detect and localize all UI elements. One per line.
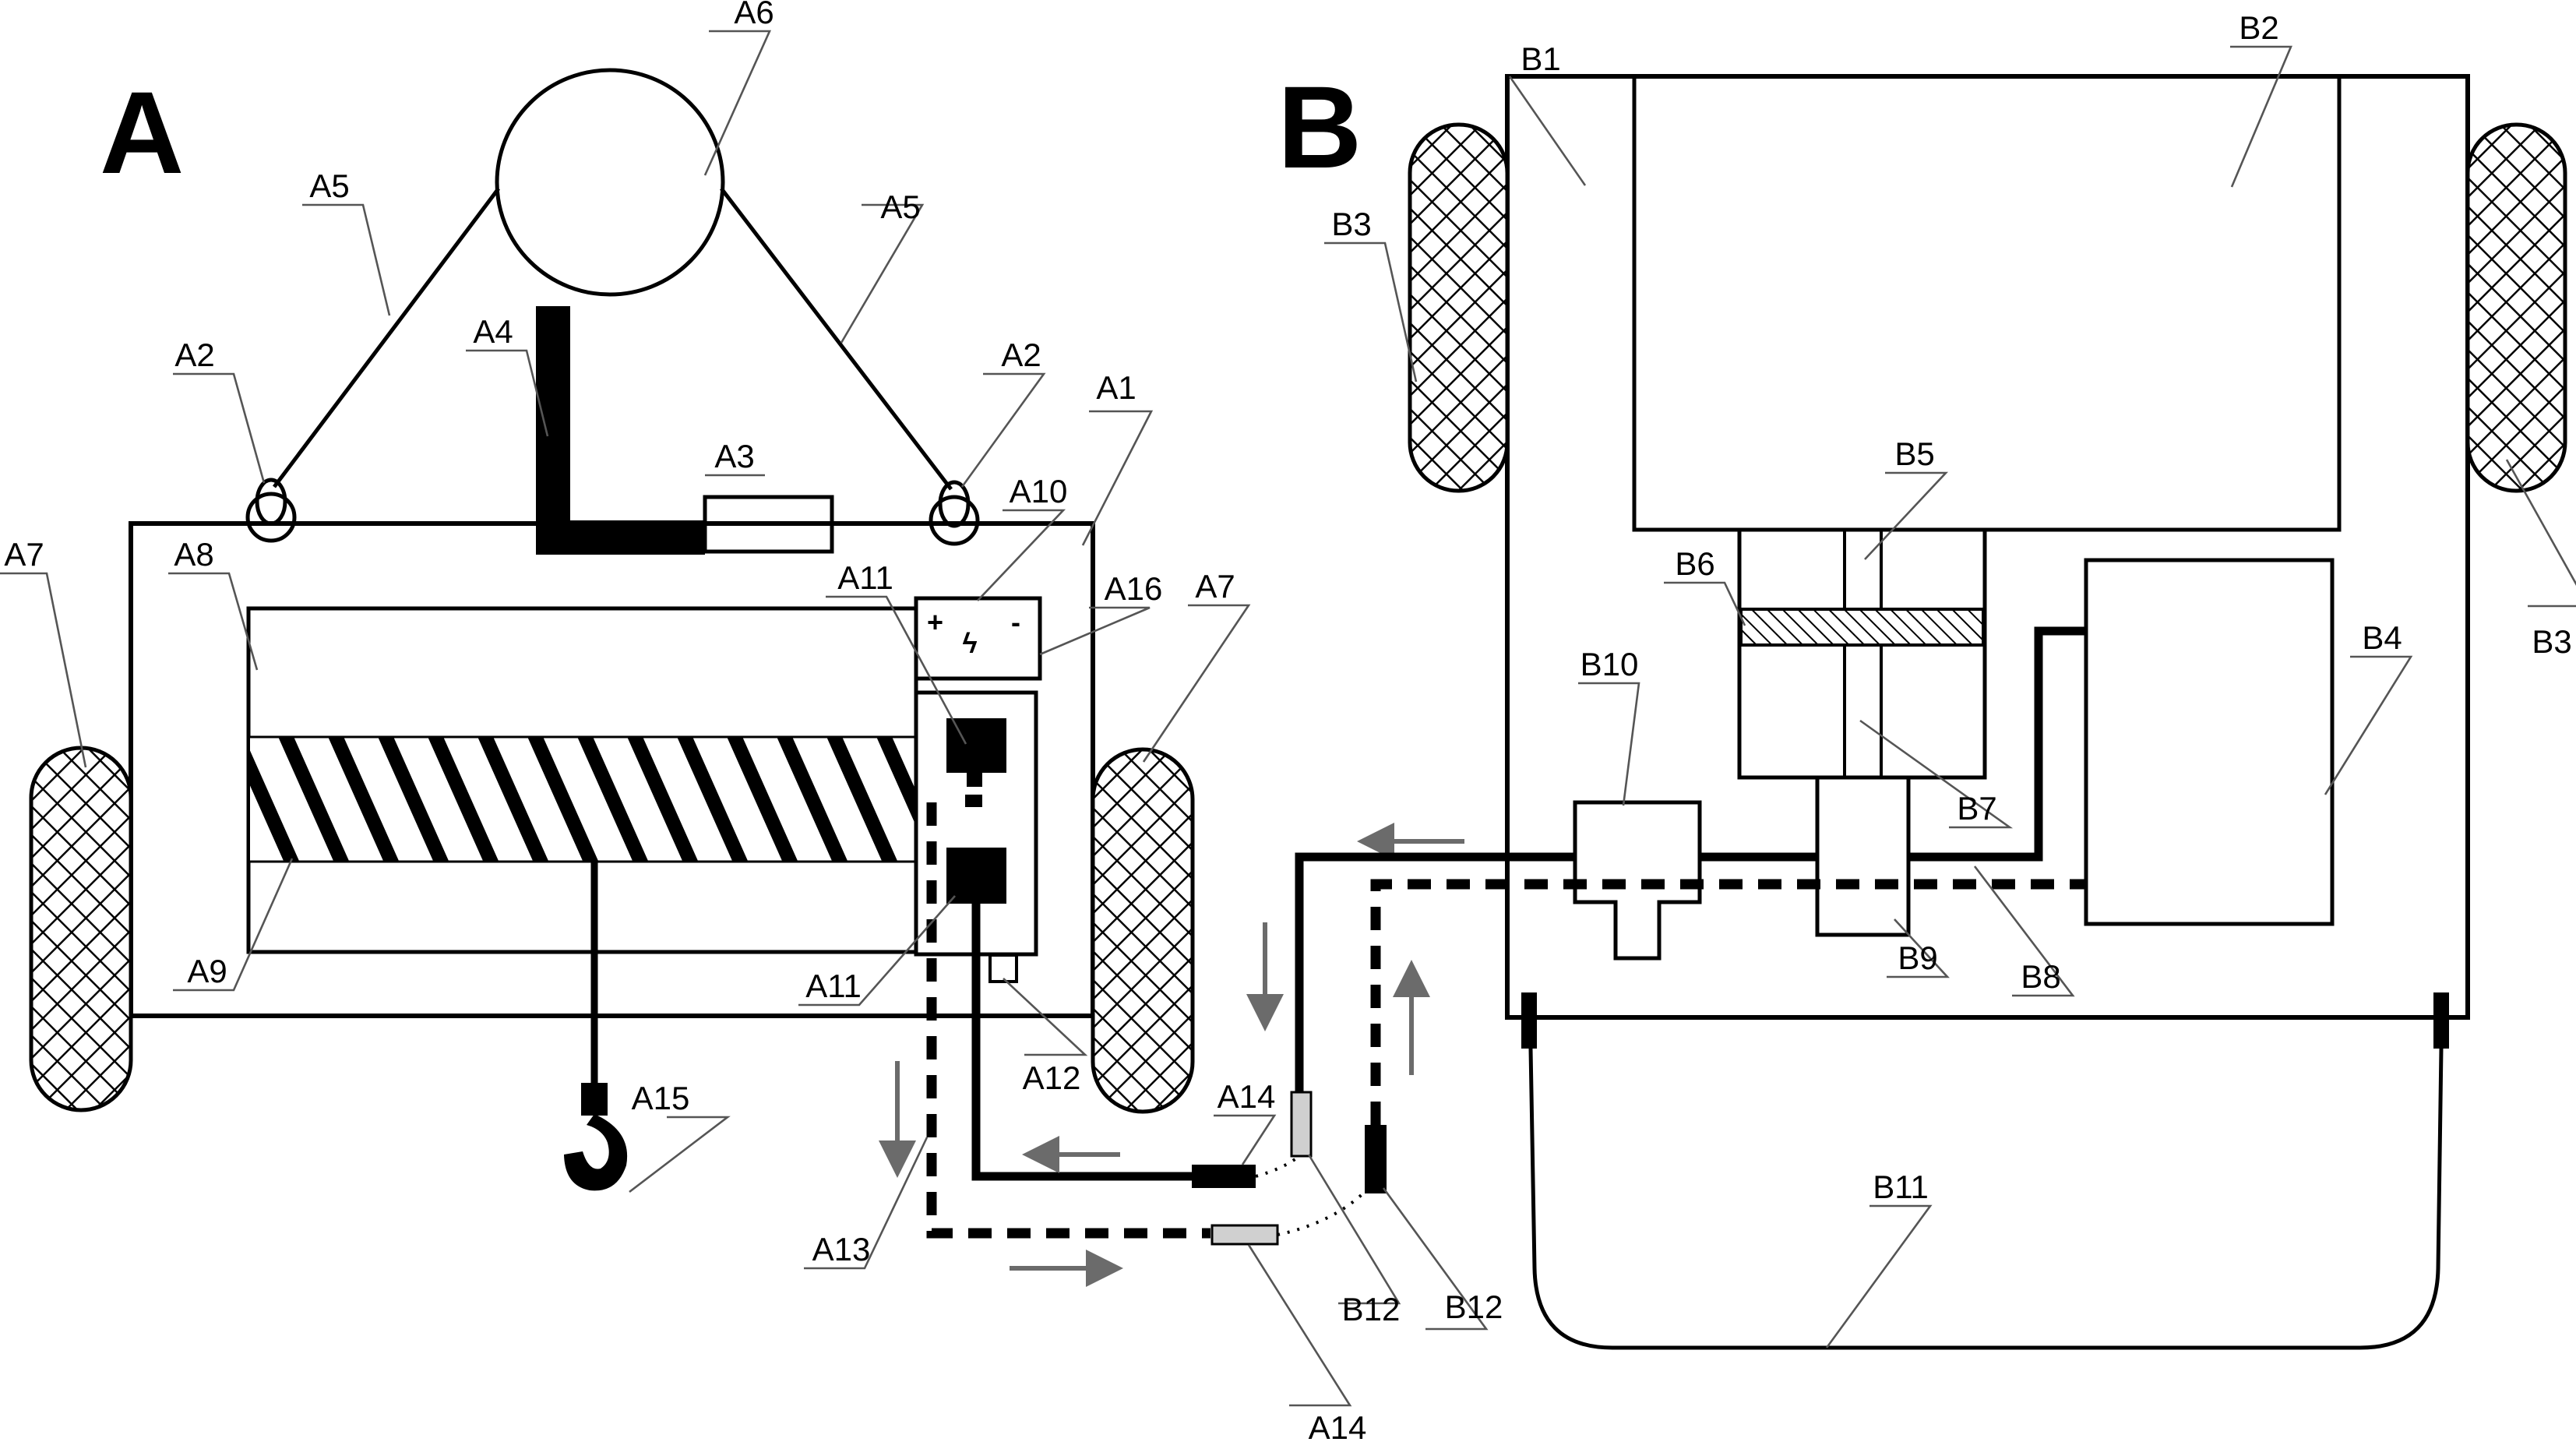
label-b12-left: B12: [1342, 1291, 1401, 1327]
hitch-left: [1521, 992, 1537, 1049]
outlet-b10: [1573, 800, 1702, 961]
plug-solid-a: [1192, 1165, 1256, 1188]
label-b10: B10: [1580, 646, 1639, 682]
ring-right-loop: [938, 480, 971, 528]
ring-left-loop: [255, 478, 287, 526]
shaft: [1843, 528, 1883, 779]
battery-minus: -: [1011, 606, 1020, 638]
solid-line-b-right: [1908, 626, 2086, 862]
label-a14-top: A14: [1218, 1078, 1276, 1115]
label-a14-bottom: A14: [1309, 1409, 1367, 1446]
label-b4: B4: [2362, 619, 2402, 656]
unit-b9: [1815, 775, 1911, 937]
label-a11-bottom: A11: [805, 968, 862, 1004]
dashed-line-b: [1370, 879, 2086, 1125]
label-a6: A6: [734, 0, 774, 30]
hook-shank: [581, 1083, 608, 1116]
connector-b12-left: [1290, 1091, 1313, 1158]
battery-plus: +: [927, 606, 943, 638]
dashed-line-a: [926, 802, 1210, 1239]
label-a7-left: A7: [4, 536, 44, 573]
label-a16: A16: [1105, 570, 1163, 607]
label-a9: A9: [187, 953, 227, 989]
label-a2-right: A2: [1001, 337, 1041, 373]
cable-block: [703, 495, 834, 554]
label-a5-left: A5: [309, 167, 349, 204]
vehicle-body: [1505, 74, 2470, 1020]
label-a7-right: A7: [1195, 568, 1235, 605]
label-a11-top: A11: [837, 559, 893, 596]
connector-b12-right: [1365, 1125, 1387, 1193]
unit-b4: [2084, 558, 2335, 926]
label-b3-right: B3: [2532, 623, 2571, 660]
label-a2-left: A2: [174, 337, 214, 373]
battery: [914, 596, 1042, 681]
label-a5-right: A5: [880, 189, 920, 225]
hook: [564, 1114, 628, 1191]
label-a10: A10: [1010, 473, 1068, 509]
ring-left: [245, 492, 297, 543]
label-b8: B8: [2021, 958, 2060, 995]
label-b1: B1: [1521, 41, 1560, 77]
brake-b6: [1739, 608, 1985, 647]
label-a12: A12: [1023, 1059, 1081, 1096]
label-a13: A13: [812, 1231, 871, 1267]
label-b12-right: B12: [1445, 1289, 1503, 1325]
label-b5: B5: [1894, 435, 1934, 472]
label-a1: A1: [1096, 369, 1136, 406]
balloon: [495, 68, 725, 297]
label-a15: A15: [632, 1080, 690, 1116]
ring-right: [929, 495, 980, 546]
shaft-housing: [1737, 527, 1987, 780]
panel-label-a: A: [100, 67, 184, 198]
tether-left: [273, 187, 500, 488]
label-b11: B11: [1873, 1169, 1929, 1205]
label-b6: B6: [1675, 545, 1714, 582]
label-b7: B7: [1957, 790, 1996, 827]
plug-dashed-a: [1210, 1224, 1279, 1246]
label-b9: B9: [1898, 940, 1937, 976]
battery-bolt: ϟ: [962, 627, 977, 659]
tire-right-a: [1091, 747, 1195, 1114]
drum-winding: [250, 737, 914, 862]
label-b3-left: B3: [1331, 206, 1371, 242]
label-a4: A4: [473, 313, 513, 350]
tire-right-b: [2465, 122, 2567, 493]
tether-cable: [536, 306, 705, 555]
tire-left-b: [1408, 122, 1510, 493]
trailer-b11: [1528, 1048, 2444, 1350]
cargo-b2: [1632, 74, 2342, 532]
label-a3: A3: [714, 438, 754, 474]
tether-right: [720, 187, 953, 491]
leader-lines: [0, 30, 2576, 1407]
panel-label-b: B: [1277, 62, 1362, 192]
solid-line-b-left: [1295, 852, 1575, 1092]
hitch-right: [2433, 992, 2449, 1049]
terminal-a12: [988, 954, 1018, 983]
tire-left-a: [29, 746, 133, 1112]
label-b2: B2: [2239, 9, 2278, 46]
label-a8: A8: [174, 536, 213, 573]
connector-lower: [946, 848, 1006, 904]
solid-line-a: [971, 904, 1192, 1181]
